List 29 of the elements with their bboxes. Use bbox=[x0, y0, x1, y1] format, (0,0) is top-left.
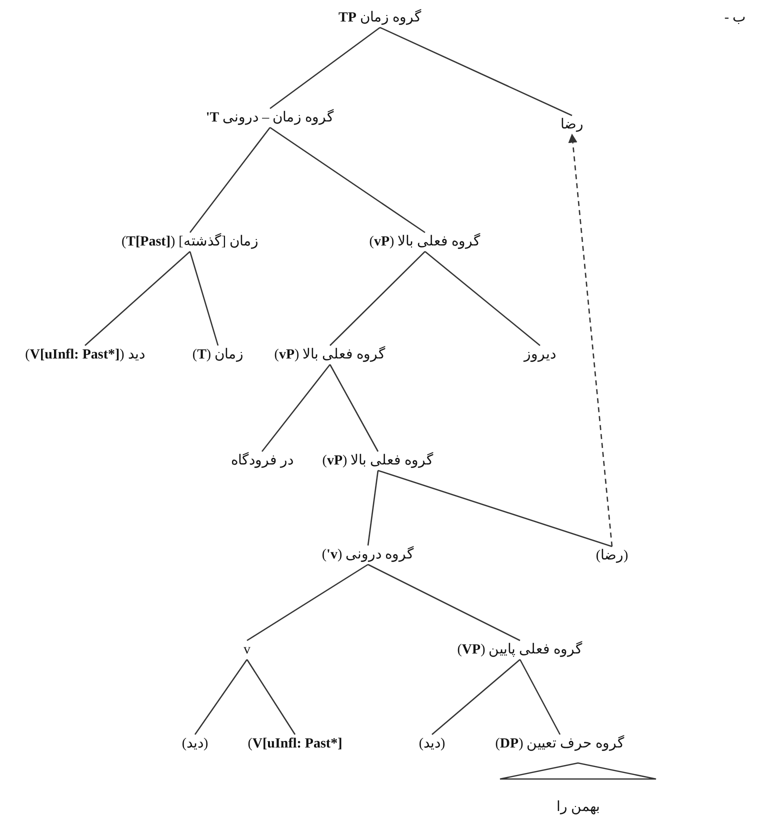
tree-branch bbox=[261, 364, 331, 452]
tree-branch bbox=[330, 251, 426, 346]
movement-arrow bbox=[568, 134, 613, 547]
tree-node-label: (دید) bbox=[180, 734, 210, 754]
tree-branch bbox=[246, 564, 368, 642]
item-label: ب - bbox=[723, 10, 747, 28]
tree-branch bbox=[329, 364, 379, 452]
tree-branch bbox=[424, 251, 540, 346]
tree-branch bbox=[246, 659, 296, 735]
tree-branch bbox=[189, 127, 271, 233]
tree-branch bbox=[378, 470, 612, 548]
tree-branch bbox=[368, 564, 520, 642]
tree-branch bbox=[519, 659, 561, 735]
triangle-subtree: بهمن را bbox=[498, 762, 658, 816]
tree-node-label: رضا bbox=[558, 116, 586, 134]
tree-branch bbox=[380, 26, 572, 116]
tree-node-label: در فرودگاه bbox=[228, 452, 296, 470]
tree-branch bbox=[432, 659, 520, 735]
tree-branch bbox=[194, 659, 248, 735]
tree-node-label: دیروز bbox=[522, 346, 558, 364]
tree-branch bbox=[270, 26, 380, 110]
tree-node-label: (رضا) bbox=[594, 546, 630, 566]
tree-branch bbox=[189, 251, 219, 346]
tree-node-label: v bbox=[242, 640, 252, 660]
tree-node-label: V[uInfl: Past*]) bbox=[246, 734, 344, 754]
tree-branch bbox=[84, 251, 190, 346]
tree-branch bbox=[270, 126, 426, 234]
tree-branch bbox=[367, 470, 379, 546]
tree-node-label: (دید) bbox=[416, 734, 448, 754]
